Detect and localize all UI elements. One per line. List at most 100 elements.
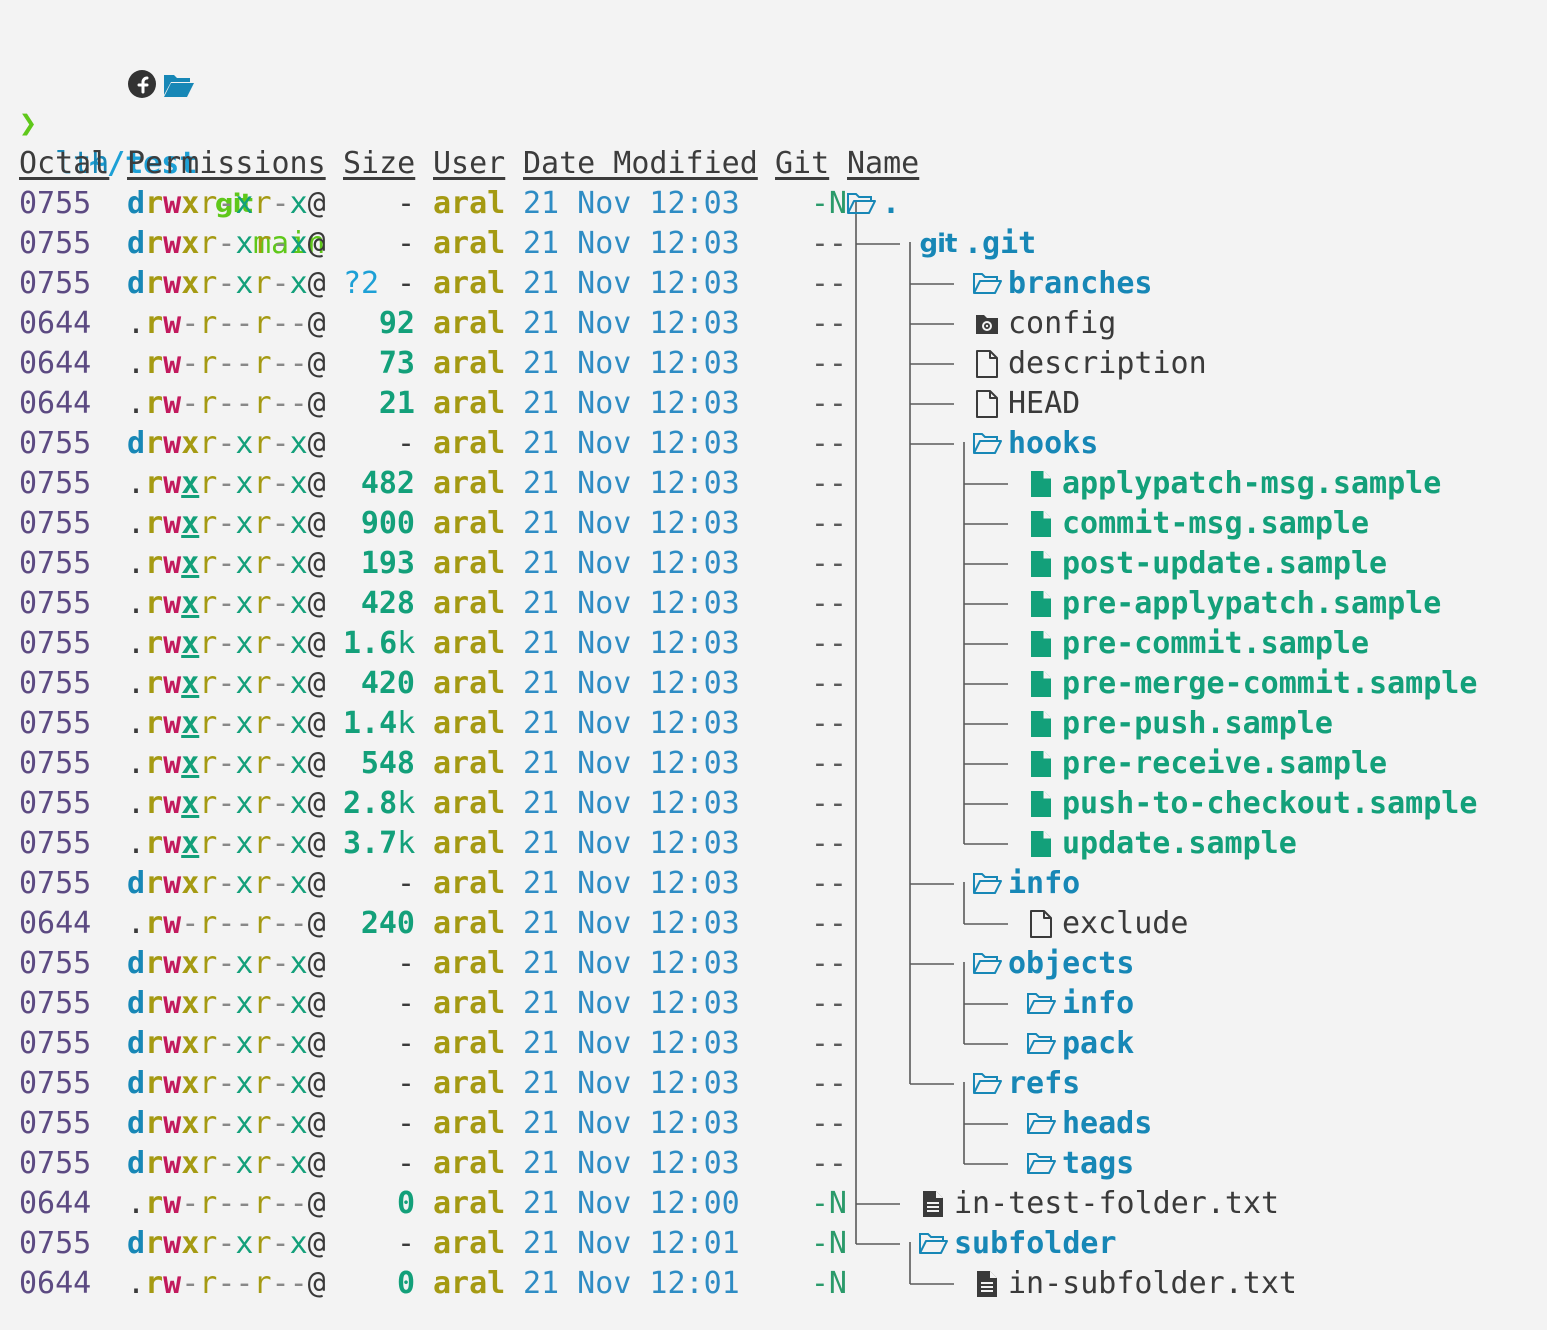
permissions-cell: .rwxr-xr-x@	[127, 466, 326, 501]
tree-entry[interactable]: pack	[1026, 1024, 1134, 1064]
date-cell: 21 Nov 12:03	[523, 346, 740, 381]
tree-entry[interactable]: git.git	[918, 224, 1037, 264]
folder-open-icon	[1026, 1029, 1056, 1059]
octal-cell: 0644	[19, 1266, 92, 1301]
table-header: Octal Permissions Size User Date Modifie…	[19, 144, 919, 184]
git-status-cell: --	[810, 386, 847, 421]
tree-entry[interactable]: update.sample	[1026, 824, 1297, 864]
permissions-cell: .rwxr-xr-x@	[127, 546, 326, 581]
folder-open-icon	[972, 869, 1002, 899]
permissions-cell: drwxr-xr-x@	[127, 866, 326, 901]
octal-cell: 0755	[19, 226, 92, 261]
permissions-cell: .rwxr-xr-x@	[127, 506, 326, 541]
git-status-cell: --	[810, 586, 847, 621]
tree-entry[interactable]: pre-merge-commit.sample	[1026, 664, 1477, 704]
tree-entry[interactable]: in-test-folder.txt	[918, 1184, 1279, 1224]
user-cell: aral	[433, 1266, 506, 1301]
git-status-cell: --	[810, 1066, 847, 1101]
file-icon	[972, 349, 1002, 379]
permissions-cell: .rwxr-xr-x@	[127, 746, 326, 781]
header-size: Size	[343, 146, 416, 181]
tree-entry[interactable]: push-to-checkout.sample	[1026, 784, 1477, 824]
tree-entry[interactable]: info	[972, 864, 1080, 904]
tree-entry[interactable]: commit-msg.sample	[1026, 504, 1369, 544]
date-cell: 21 Nov 12:03	[523, 266, 740, 301]
text-file-icon	[918, 1189, 948, 1219]
size-cell: 21	[378, 386, 415, 421]
tree-entry[interactable]: in-subfolder.txt	[972, 1264, 1297, 1304]
tree-entry[interactable]: exclude	[1026, 904, 1188, 944]
permissions-cell: drwxr-xr-x@	[127, 1026, 326, 1061]
git-status-cell: -N	[810, 186, 847, 221]
prompt-path: ~/test	[89, 146, 198, 181]
git-status-cell: --	[810, 786, 847, 821]
size-cell: 3.7k	[343, 826, 416, 861]
tree-entry[interactable]: post-update.sample	[1026, 544, 1387, 584]
tree-entry[interactable]: .	[846, 184, 900, 224]
octal-cell: 0644	[19, 1186, 92, 1221]
octal-cell: 0755	[19, 706, 92, 741]
permissions-cell: .rw-r--r--@	[127, 386, 326, 421]
file-icon	[972, 389, 1002, 419]
prompt-arrow: ❯	[19, 106, 38, 141]
tree-entry[interactable]: hooks	[972, 424, 1098, 464]
size-cell: -	[396, 266, 415, 301]
octal-cell: 0755	[19, 1226, 92, 1261]
command-line[interactable]: ❯ lth	[19, 64, 109, 181]
tree-entry[interactable]: subfolder	[918, 1224, 1117, 1264]
octal-cell: 0755	[19, 626, 92, 661]
entry-name: info	[1008, 866, 1081, 901]
date-cell: 21 Nov 12:03	[523, 866, 740, 901]
entry-name: HEAD	[1008, 386, 1081, 421]
date-cell: 21 Nov 12:03	[523, 1066, 740, 1101]
size-cell: 1.6k	[343, 626, 416, 661]
tree-entry[interactable]: refs	[972, 1064, 1080, 1104]
exec-file-icon	[1026, 589, 1056, 619]
octal-cell: 0755	[19, 746, 92, 781]
permissions-cell: drwxr-xr-x@	[127, 1066, 326, 1101]
permissions-cell: .rw-r--r--@	[127, 346, 326, 381]
date-cell: 21 Nov 12:03	[523, 706, 740, 741]
git-status-cell: --	[810, 1146, 847, 1181]
size-cell: -	[396, 1226, 415, 1261]
tree-entry[interactable]: tags	[1026, 1144, 1134, 1184]
tree-entry[interactable]: heads	[1026, 1104, 1152, 1144]
tree-entry[interactable]: pre-receive.sample	[1026, 744, 1387, 784]
folder-open-icon	[972, 269, 1002, 299]
tree-entry[interactable]: branches	[972, 264, 1153, 304]
user-cell: aral	[433, 586, 506, 621]
header-git: Git	[775, 146, 830, 181]
exec-file-icon	[1026, 749, 1056, 779]
size-cell: -	[396, 1026, 415, 1061]
permissions-cell: .rw-r--r--@	[127, 1186, 326, 1221]
user-cell: aral	[433, 946, 506, 981]
exec-file-icon	[1026, 549, 1056, 579]
tree-entry[interactable]: pre-applypatch.sample	[1026, 584, 1441, 624]
git-status-cell: --	[810, 346, 847, 381]
entry-name: in-test-folder.txt	[954, 1186, 1280, 1221]
prompt-branch: main	[253, 226, 326, 261]
entry-name: applypatch-msg.sample	[1062, 466, 1442, 501]
tree-entry[interactable]: objects	[972, 944, 1134, 984]
date-cell: 21 Nov 12:03	[523, 226, 740, 261]
entry-name: info	[1062, 986, 1135, 1021]
tree-entry[interactable]: info	[1026, 984, 1134, 1024]
git-status-cell: --	[810, 826, 847, 861]
git-status-cell: --	[810, 906, 847, 941]
tree-entry[interactable]: description	[972, 344, 1207, 384]
header-user: User	[433, 146, 506, 181]
tree-entry[interactable]: applypatch-msg.sample	[1026, 464, 1441, 504]
user-cell: aral	[433, 666, 506, 701]
permissions-cell: drwxr-xr-x@	[127, 186, 326, 221]
user-cell: aral	[433, 1106, 506, 1141]
size-cell: 193	[360, 546, 415, 581]
tree-entry[interactable]: HEAD	[972, 384, 1080, 424]
tree-entry[interactable]: config	[972, 304, 1116, 344]
entry-name: update.sample	[1062, 826, 1297, 861]
tree-entry[interactable]: pre-push.sample	[1026, 704, 1333, 744]
tree-entry[interactable]: pre-commit.sample	[1026, 624, 1369, 664]
exec-file-icon	[1026, 669, 1056, 699]
octal-cell: 0755	[19, 546, 92, 581]
date-cell: 21 Nov 12:03	[523, 666, 740, 701]
user-cell: aral	[433, 226, 506, 261]
